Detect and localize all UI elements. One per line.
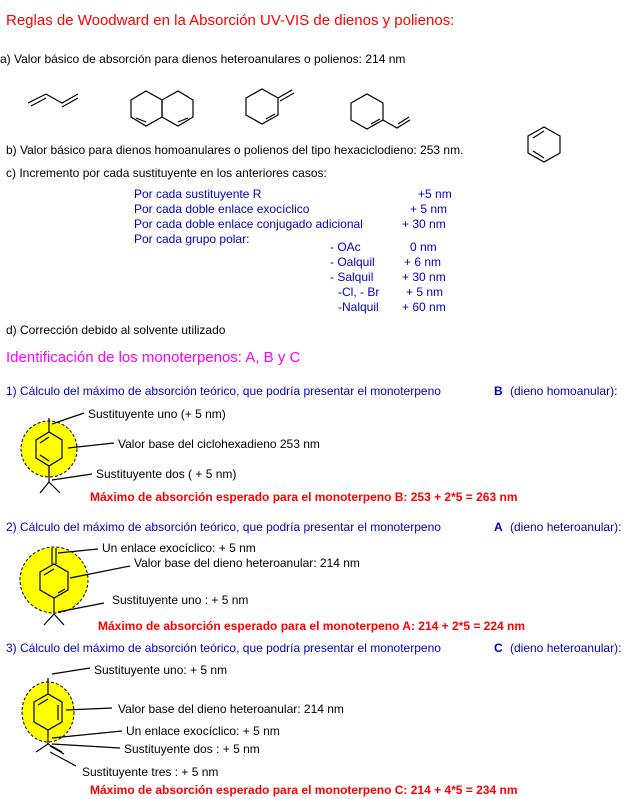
calc1-annotation: Sustituyente uno (+ 5 nm) — [88, 407, 226, 421]
increment-label: Por cada doble enlace conjugado adiciona… — [134, 217, 363, 231]
calc3-annotation: Sustituyente uno: + 5 nm — [94, 663, 228, 677]
calc2-annotation: Valor base del dieno heteroanular: 214 n… — [134, 556, 360, 570]
calc2-type: (dieno heteroanular): — [510, 520, 622, 534]
calc2-label: A — [494, 520, 503, 534]
calc1-label: B — [494, 384, 503, 398]
calc1-type: (dieno homoanular): — [510, 384, 618, 398]
calc1-annotation: Sustituyente dos ( + 5 nm) — [96, 467, 237, 481]
polar-label: -Nalquil — [338, 300, 379, 314]
molecule-b-structure — [20, 412, 115, 494]
calc1-text: 1) Cálculo del máximo de absorción teóri… — [6, 384, 441, 398]
calc3-result: Máximo de absorción esperado para el mon… — [90, 783, 518, 797]
rule-d: d) Corrección debido al solvente utiliza… — [6, 323, 226, 337]
calc2-annotation: Un enlace exocíclico: + 5 nm — [102, 541, 256, 555]
rule-a: a) Valor básico de absorción para dienos… — [0, 52, 406, 66]
increment-value: + 30 nm — [402, 217, 446, 231]
calc2-annotation: Sustituyente uno : + 5 nm — [112, 593, 249, 607]
calc3-annotation: Sustituyente dos : + 5 nm — [124, 742, 260, 756]
polar-label: - OAc — [330, 240, 361, 254]
polar-value: + 5 nm — [406, 285, 444, 299]
section-title: Identificación de los monoterpenos: A, B… — [6, 349, 301, 366]
butadiene-structure — [27, 93, 79, 104]
calc2-text: 2) Cálculo del máximo de absorción teóri… — [6, 520, 441, 534]
vinyl-cyclohexene-structure — [350, 93, 411, 130]
polar-value: + 6 nm — [404, 255, 442, 269]
calc3-annotation: Valor base del dieno heteroanular: 214 n… — [118, 702, 344, 716]
page-title: Reglas de Woodward en la Absorción UV-VI… — [6, 12, 455, 29]
rule-b: b) Valor básico para dienos homoanulares… — [6, 143, 464, 157]
methylene-cyclohexene-structure — [245, 88, 295, 125]
polar-value: + 60 nm — [402, 300, 446, 314]
polar-value: 0 nm — [410, 240, 437, 254]
calc3-type: (dieno heteroanular): — [510, 641, 622, 655]
calc3-annotation: Un enlace exocíclico: + 5 nm — [126, 724, 280, 738]
increment-label: Por cada doble enlace exocíclico — [134, 202, 310, 216]
polar-label: - Salquil — [330, 270, 374, 284]
calc1-result: Máximo de absorción esperado para el mon… — [90, 490, 518, 504]
calc2-result: Máximo de absorción esperado para el mon… — [98, 619, 526, 633]
molecule-c-structure — [21, 667, 123, 767]
polar-label: - Oalquil — [330, 255, 375, 269]
increment-value: +5 nm — [418, 187, 452, 201]
increment-value: + 5 nm — [410, 202, 448, 216]
molecule-a-structure — [19, 546, 131, 626]
cyclohexadiene-structure — [527, 126, 561, 163]
rule-c: c) Incremento por cada sustituyente en l… — [6, 166, 327, 180]
polar-value: + 30 nm — [402, 270, 446, 284]
polar-label: -Cl, - Br — [338, 285, 380, 299]
increment-label: Por cada sustituyente R — [134, 187, 262, 201]
calc3-annotation: Sustituyente tres : + 5 nm — [82, 765, 219, 779]
calc1-annotation: Valor base del ciclohexadieno 253 nm — [118, 437, 320, 451]
calc3-label: C — [494, 641, 503, 655]
bicyclic-diene-structure — [130, 90, 194, 127]
calc3-text: 3) Cálculo del máximo de absorción teóri… — [6, 641, 441, 655]
increment-label: Por cada grupo polar: — [134, 232, 250, 246]
